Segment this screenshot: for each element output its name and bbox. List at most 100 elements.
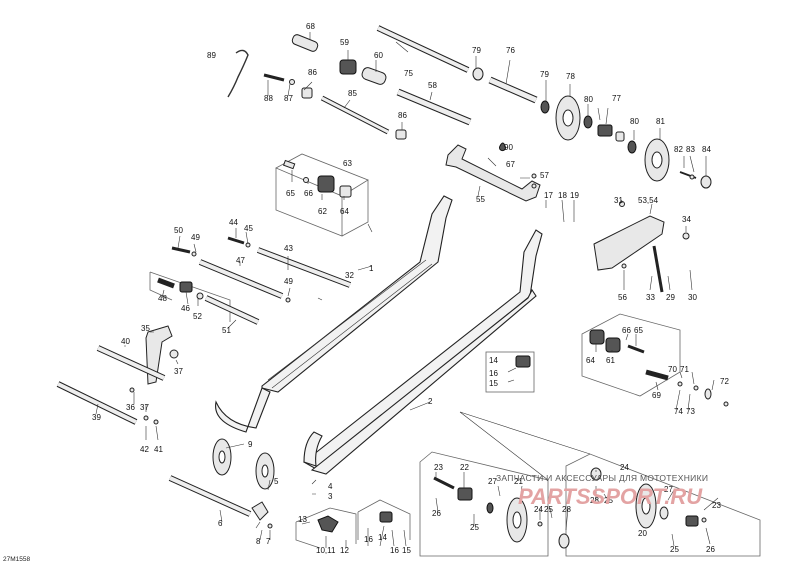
callout-88: 88 bbox=[264, 94, 273, 103]
callout-56: 56 bbox=[618, 293, 627, 302]
callout-52: 52 bbox=[193, 312, 202, 321]
callout-26: 26 bbox=[706, 545, 715, 554]
callout-24: 24 bbox=[534, 505, 543, 514]
callout-16: 16 bbox=[364, 535, 373, 544]
callout-30: 30 bbox=[688, 293, 697, 302]
callout-40: 40 bbox=[121, 337, 130, 346]
callout-1: 1 bbox=[369, 264, 374, 273]
callout-4: 4 bbox=[328, 482, 333, 491]
slider-block-box bbox=[275, 153, 369, 237]
callout-43: 43 bbox=[284, 244, 293, 253]
callout-50: 50 bbox=[174, 226, 183, 235]
callout-14: 14 bbox=[378, 533, 387, 542]
callout-90: 90 bbox=[504, 143, 513, 152]
leader-lines bbox=[95, 32, 719, 548]
callout-23: 23 bbox=[434, 463, 443, 472]
callout-82: 82 bbox=[674, 145, 683, 154]
callout-49: 49 bbox=[191, 233, 200, 242]
rail-1-curve bbox=[215, 387, 271, 433]
callout-75: 75 bbox=[404, 69, 413, 78]
watermark-text: ЗАПЧАСТИ И АКСЕССУАРЫ ДЛЯ МОТОТЕХНИКИ bbox=[496, 473, 708, 483]
callout-13: 13 bbox=[298, 515, 307, 524]
callout-14: 14 bbox=[489, 356, 498, 365]
callout-37: 37 bbox=[174, 367, 183, 376]
callout-86: 86 bbox=[398, 111, 407, 120]
spring-clip-part bbox=[227, 49, 249, 98]
callout-3: 3 bbox=[328, 492, 333, 501]
callout-64: 64 bbox=[340, 207, 349, 216]
callout-15: 15 bbox=[489, 379, 498, 388]
callout-62: 62 bbox=[318, 207, 327, 216]
callout-5: 5 bbox=[274, 477, 279, 486]
callout-23: 23 bbox=[712, 501, 721, 510]
callout-51: 51 bbox=[222, 326, 231, 335]
callout-10-11: 10,11 bbox=[316, 546, 336, 555]
callout-66: 66 bbox=[304, 189, 313, 198]
callout-25: 25 bbox=[604, 496, 613, 505]
callout-79: 79 bbox=[472, 46, 481, 55]
diagram-code: 27M1558 bbox=[3, 556, 30, 563]
callout-80: 80 bbox=[630, 117, 639, 126]
callout-19: 19 bbox=[570, 191, 579, 200]
callout-12: 12 bbox=[340, 546, 349, 555]
callout-7: 7 bbox=[266, 537, 271, 546]
callout-41: 41 bbox=[154, 445, 163, 454]
callout-69: 69 bbox=[652, 391, 661, 400]
callout-37: 37 bbox=[140, 403, 149, 412]
callout-42: 42 bbox=[140, 445, 149, 454]
callout-32: 32 bbox=[345, 271, 354, 280]
callout-58: 58 bbox=[428, 81, 437, 90]
callout-70: 70 bbox=[668, 365, 677, 374]
callout-61: 61 bbox=[606, 356, 615, 365]
callout-81: 81 bbox=[656, 117, 665, 126]
callout-26: 26 bbox=[432, 509, 441, 518]
callout-85: 85 bbox=[348, 89, 357, 98]
callout-8: 8 bbox=[256, 537, 261, 546]
callout-31: 31 bbox=[614, 196, 623, 205]
callout-57: 57 bbox=[540, 171, 549, 180]
callout-25: 25 bbox=[670, 545, 679, 554]
callout-17: 17 bbox=[544, 191, 553, 200]
callout-21: 21 bbox=[514, 477, 523, 486]
callout-72: 72 bbox=[720, 377, 729, 386]
callout-28: 28 bbox=[590, 496, 599, 505]
callout-84: 84 bbox=[702, 145, 711, 154]
left-shaft-assembly bbox=[56, 236, 352, 425]
cap-part bbox=[339, 59, 357, 75]
callout-77: 77 bbox=[612, 94, 621, 103]
callout-73: 73 bbox=[686, 407, 695, 416]
callout-68: 68 bbox=[306, 22, 315, 31]
callout-27: 27 bbox=[488, 477, 497, 486]
bracket-53-part bbox=[593, 215, 665, 271]
callout-65: 65 bbox=[634, 326, 643, 335]
callout-2: 2 bbox=[428, 397, 433, 406]
callout-34: 34 bbox=[682, 215, 691, 224]
callout-20: 20 bbox=[638, 529, 647, 538]
callout-46: 46 bbox=[181, 304, 190, 313]
top-assembly bbox=[227, 25, 712, 202]
callout-74: 74 bbox=[674, 407, 683, 416]
callout-80: 80 bbox=[584, 95, 593, 104]
rail-1-part bbox=[261, 195, 453, 393]
callout-83: 83 bbox=[686, 145, 695, 154]
callout-39: 39 bbox=[92, 413, 101, 422]
callout-65: 65 bbox=[286, 189, 295, 198]
callout-27: 27 bbox=[664, 485, 673, 494]
callout-29: 29 bbox=[666, 293, 675, 302]
callout-49: 49 bbox=[284, 277, 293, 286]
callout-59: 59 bbox=[340, 38, 349, 47]
callout-53-54: 53,54 bbox=[638, 196, 659, 205]
callout-66: 66 bbox=[622, 326, 631, 335]
callout-22: 22 bbox=[460, 463, 469, 472]
callout-64: 64 bbox=[586, 356, 595, 365]
callout-86: 86 bbox=[308, 68, 317, 77]
pin-part bbox=[291, 34, 319, 52]
callout-36: 36 bbox=[126, 403, 135, 412]
callout-33: 33 bbox=[646, 293, 655, 302]
callout-18: 18 bbox=[558, 191, 567, 200]
callout-87: 87 bbox=[284, 94, 293, 103]
callout-6: 6 bbox=[218, 519, 223, 528]
callout-63: 63 bbox=[343, 159, 352, 168]
bolt-part bbox=[263, 73, 285, 82]
